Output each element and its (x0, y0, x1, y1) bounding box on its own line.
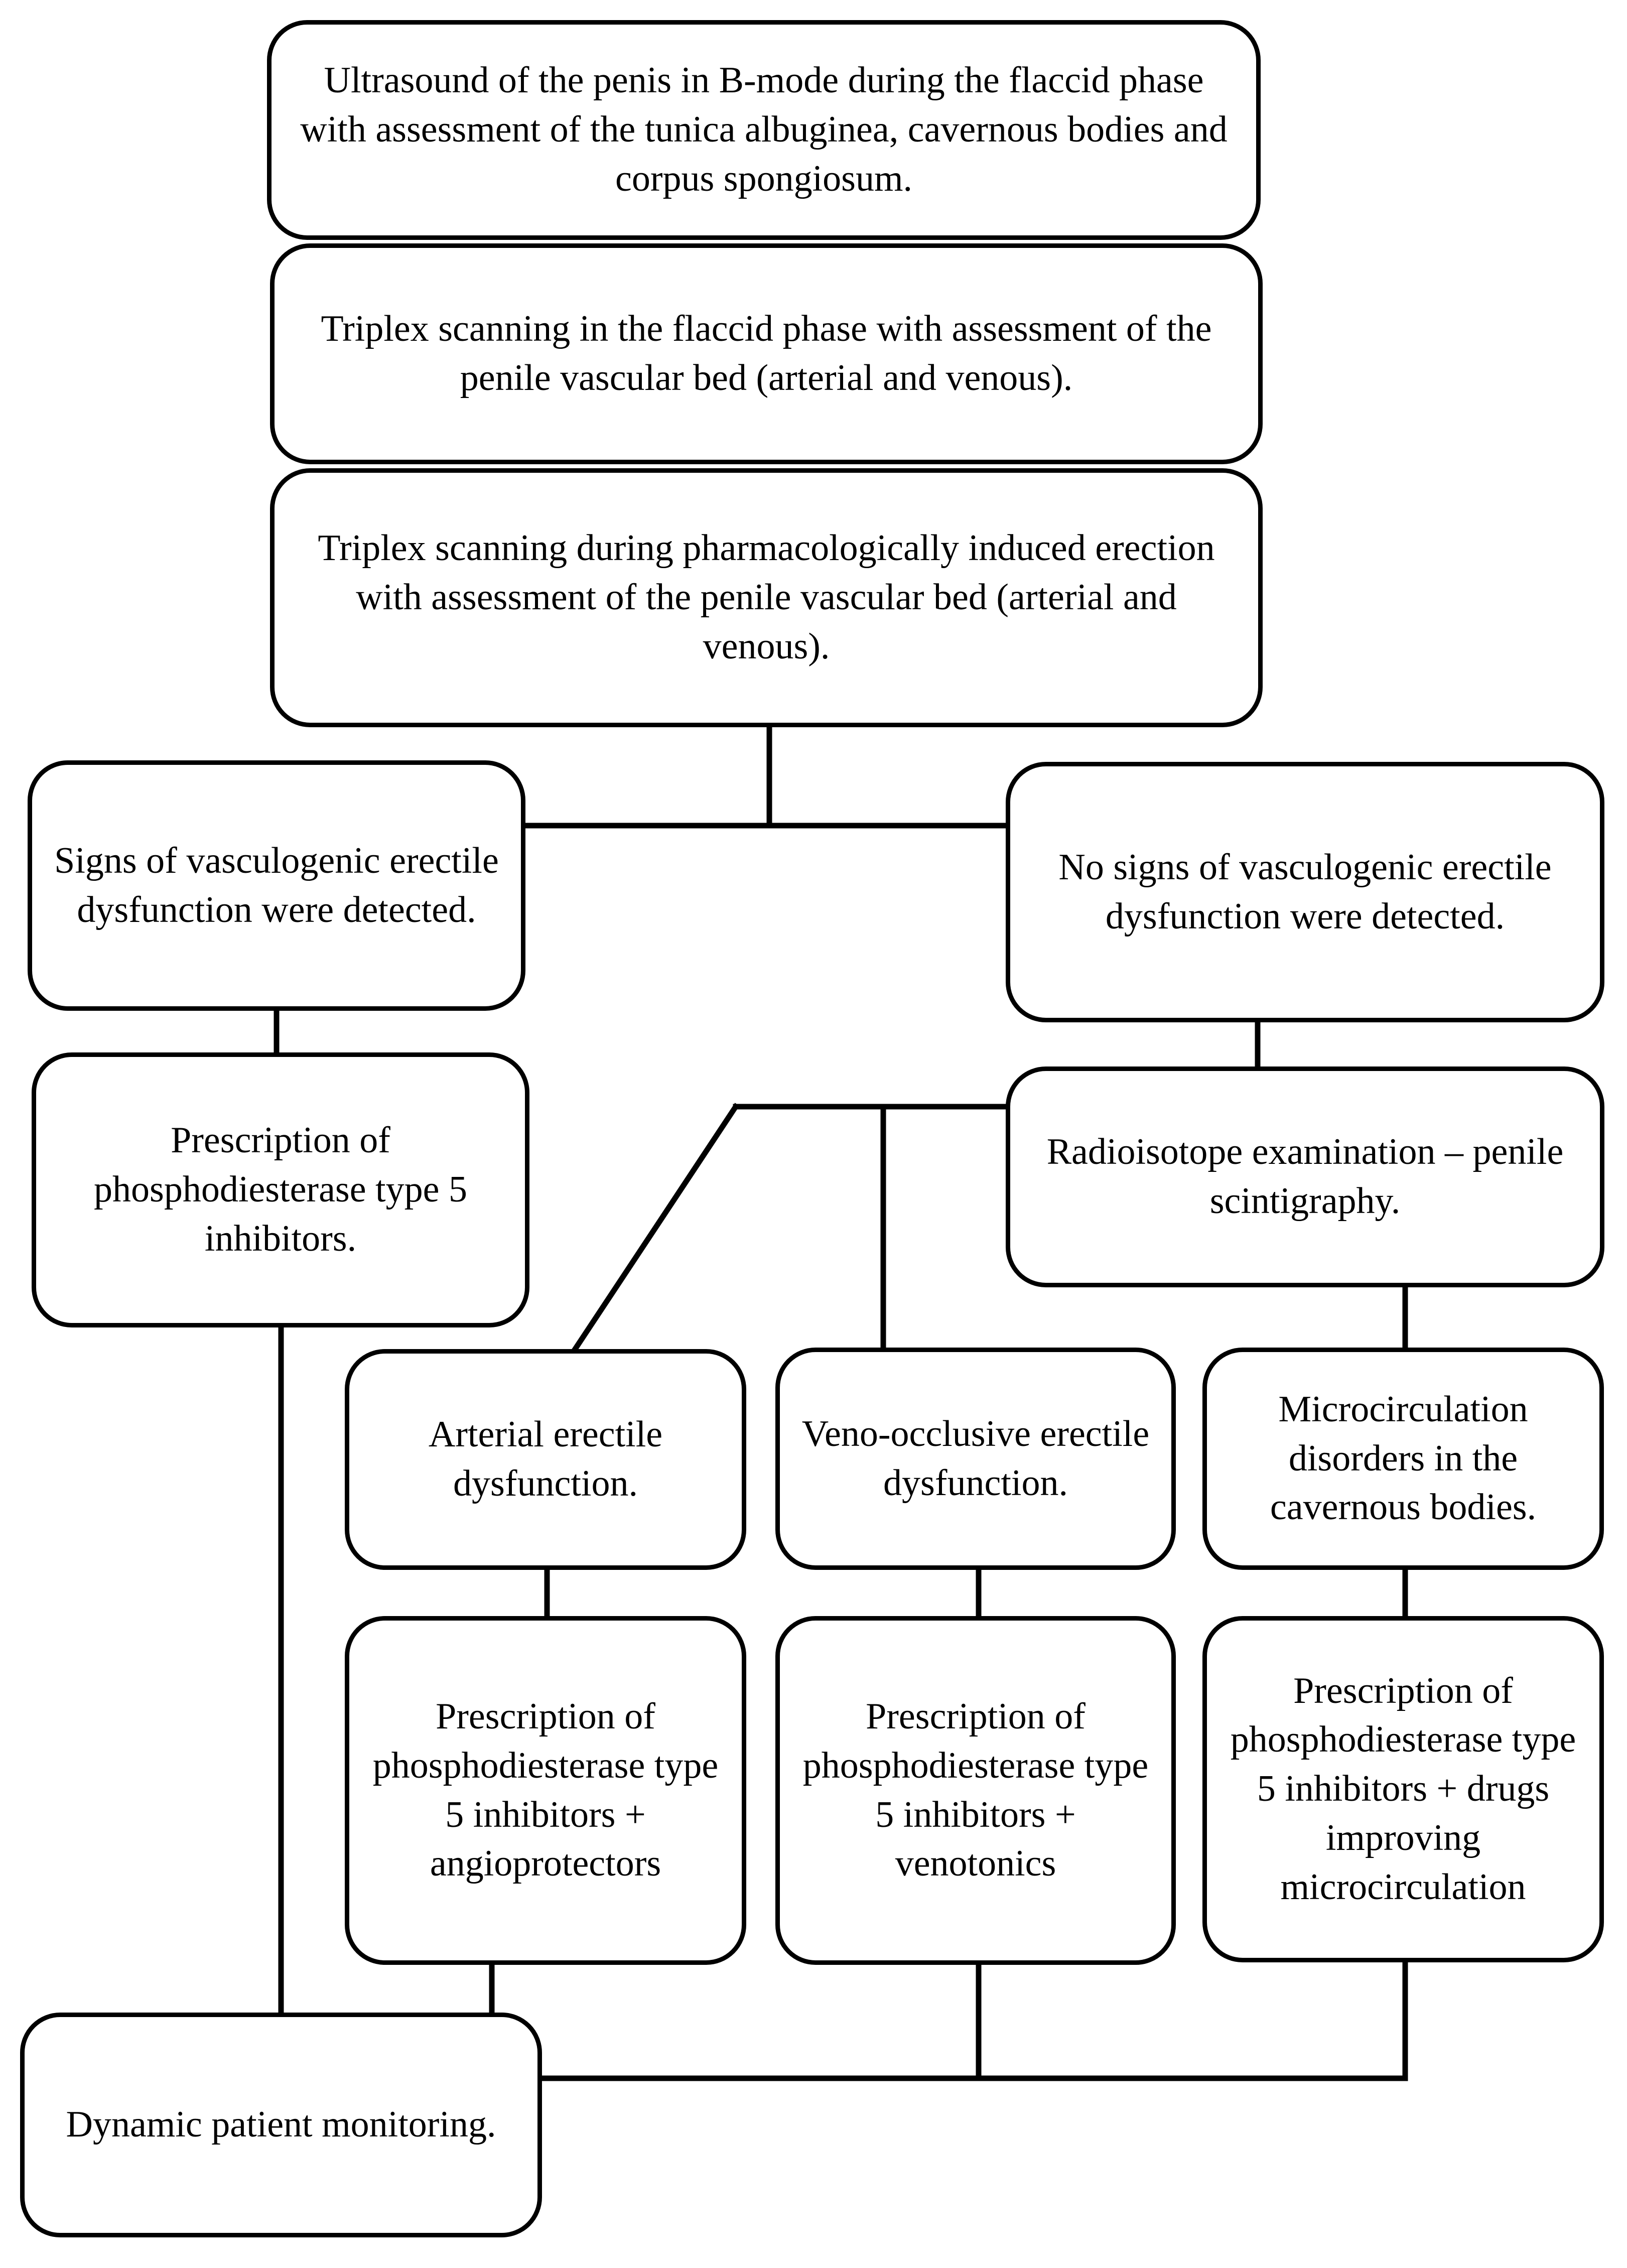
edge-bottom-bus (539, 1959, 1408, 2081)
node-signs-detected: Signs of vasculogenic erectile dysfuncti… (28, 760, 525, 1011)
edge-radioisotope-to-arterial (570, 1103, 740, 1355)
node-pde5-left: Prescription of phosphodiesterase type 5… (32, 1052, 529, 1327)
node-text: Prescription of phosphodiesterase type 5… (802, 1696, 1149, 1885)
node-no-signs-detected: No signs of vasculogenic erectile dysfun… (1006, 762, 1604, 1022)
node-radioisotope: Radioisotope examination – penile scinti… (1006, 1066, 1604, 1287)
node-text: Prescription of phosphodiesterase type 5… (372, 1696, 719, 1885)
node-text: Prescription of phosphodiesterase type 5… (94, 1120, 467, 1259)
node-text: Triplex scanning during pharmacologicall… (318, 527, 1215, 667)
node-text: Triplex scanning in the flaccid phase wi… (321, 308, 1212, 398)
node-text: Veno-occlusive erectile dysfunction. (801, 1413, 1150, 1504)
node-monitoring: Dynamic patient monitoring. (20, 2013, 542, 2237)
node-pde5-venotonics: Prescription of phosphodiesterase type 5… (775, 1616, 1176, 1965)
node-text: Dynamic patient monitoring. (66, 2104, 496, 2146)
node-text: No signs of vasculogenic erectile dysfun… (1058, 846, 1552, 937)
node-text: Ultrasound of the penis in B-mode during… (300, 60, 1228, 199)
node-text: Microcirculation disorders in the cavern… (1270, 1388, 1537, 1528)
node-venoocclusive-ed: Veno-occlusive erectile dysfunction. (775, 1348, 1176, 1570)
node-triplex-flaccid: Triplex scanning in the flaccid phase wi… (270, 243, 1263, 464)
node-text: Prescription of phosphodiesterase type 5… (1230, 1670, 1576, 1908)
node-pde5-angioprotectors: Prescription of phosphodiesterase type 5… (345, 1616, 746, 1965)
node-microcirculation: Microcirculation disorders in the cavern… (1202, 1348, 1604, 1570)
node-text: Radioisotope examination – penile scinti… (1046, 1131, 1564, 1222)
node-pde5-microcirculation: Prescription of phosphodiesterase type 5… (1202, 1616, 1604, 1962)
node-ultrasound-bmode: Ultrasound of the penis in B-mode during… (267, 20, 1261, 240)
node-text: Signs of vasculogenic erectile dysfuncti… (54, 840, 499, 930)
node-arterial-ed: Arterial erectile dysfunction. (345, 1349, 746, 1570)
node-triplex-erection: Triplex scanning during pharmacologicall… (270, 468, 1263, 727)
node-text: Arterial erectile dysfunction. (428, 1414, 663, 1504)
